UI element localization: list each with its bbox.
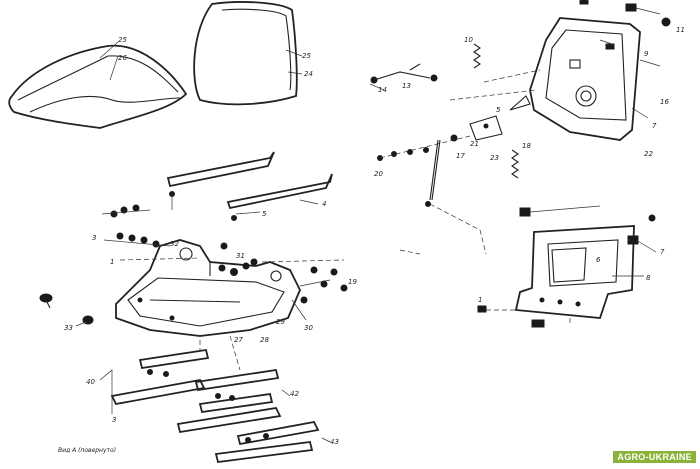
label-29: 29 [276,318,285,326]
label-30: 30 [304,324,313,332]
lower-rail-assemblies [99,335,331,463]
label-22: 22 [644,150,653,158]
label-26: 26 [118,54,127,62]
label-16: 16 [660,98,669,106]
label-3: 3 [112,416,116,424]
seat-back [193,1,303,106]
upper-slide-rails [166,151,333,221]
label-25: 25 [118,36,127,44]
springs-and-rods [369,43,541,255]
label-42: 42 [290,390,299,398]
label-19: 19 [348,278,357,286]
label-5: 5 [496,106,501,114]
label-1: 1 [478,296,482,304]
hardware-cluster-right [218,242,421,321]
label-7: 7 [660,248,665,256]
label-20: 20 [374,170,383,178]
label-25: 25 [302,52,311,60]
label-31: 31 [236,252,245,260]
label-17: 17 [456,152,465,160]
label-6: 6 [596,256,601,264]
label-24: 24 [304,70,313,78]
label-40: 40 [86,378,95,386]
hardware-cluster-left [39,204,201,327]
label-13: 13 [402,82,411,90]
label-27: 27 [234,336,243,344]
label-3: 3 [92,234,96,242]
label-23: 23 [490,154,499,162]
label-7: 7 [652,122,657,130]
lower-bracket [477,205,657,328]
label-11: 11 [676,26,685,34]
label-43: 43 [330,438,339,446]
label-9: 9 [644,50,649,58]
watermark-logo: AGRO-UKRAINE [613,451,696,463]
label-21: 21 [470,140,479,148]
back-frame [529,0,671,141]
label-10: 10 [464,36,473,44]
label-18: 18 [522,142,531,150]
label-28: 28 [260,336,269,344]
label-4: 4 [322,200,326,208]
label-1: 1 [110,258,114,266]
label-8: 8 [646,274,651,282]
seat-pan [115,239,301,337]
callout-labels: 25 26 25 24 10 14 13 11 9 16 5 22 7 20 1… [58,26,685,454]
label-33: 33 [64,324,73,332]
label-32: 32 [170,240,179,248]
label-14: 14 [378,86,387,94]
seat-cushion [8,41,188,129]
view-caption: Вид А (повернуто) [58,447,116,454]
label-5: 5 [262,210,267,218]
